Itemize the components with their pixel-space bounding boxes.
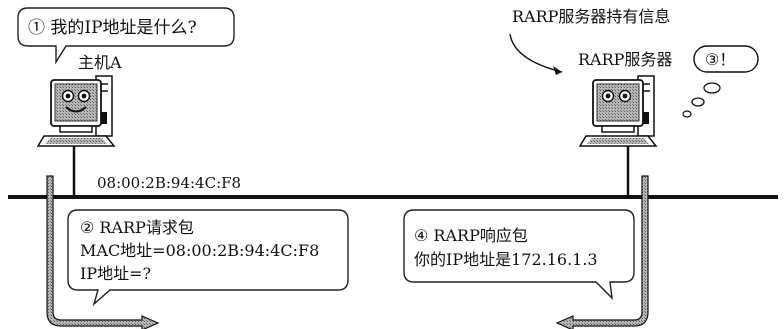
reply-bubble: ④ RARP响应包 你的IP地址是172.16.1.3 [403, 209, 635, 300]
reply-ip-line: 你的IP地址是172.16.1.3 [414, 250, 598, 269]
server-face-icon [601, 89, 632, 103]
request-ip-line: IP地址=? [80, 264, 151, 283]
reply-path-arrow [555, 175, 649, 329]
smiley-face-icon [61, 89, 91, 113]
request-path-arrow [46, 175, 160, 329]
host-a-label: 主机A [78, 53, 122, 72]
host-a-mac-address: 08:00:2B:94:4C:F8 [97, 174, 241, 192]
host-a-computer-icon [36, 75, 116, 147]
server-thought: ③！ [705, 50, 735, 69]
server-thought-bubble: ③！ [682, 45, 759, 118]
request-bubble: ② RARP请求包 MAC地址=08:00:2B:94:4C:F8 IP地址=? [67, 209, 349, 307]
request-title: ② RARP请求包 [80, 218, 194, 237]
server-info-caption: RARP服务器持有信息 [512, 7, 670, 26]
rarp-server-label: RARP服务器 [578, 50, 672, 69]
host-a-question: ① 我的IP地址是什么? [28, 18, 197, 38]
caption-pointer-arrow [509, 33, 563, 73]
reply-title: ④ RARP响应包 [414, 226, 528, 245]
server-computer-icon [578, 75, 658, 147]
request-mac-line: MAC地址=08:00:2B:94:4C:F8 [80, 241, 319, 260]
host-a-question-bubble: ① 我的IP地址是什么? [17, 7, 235, 65]
